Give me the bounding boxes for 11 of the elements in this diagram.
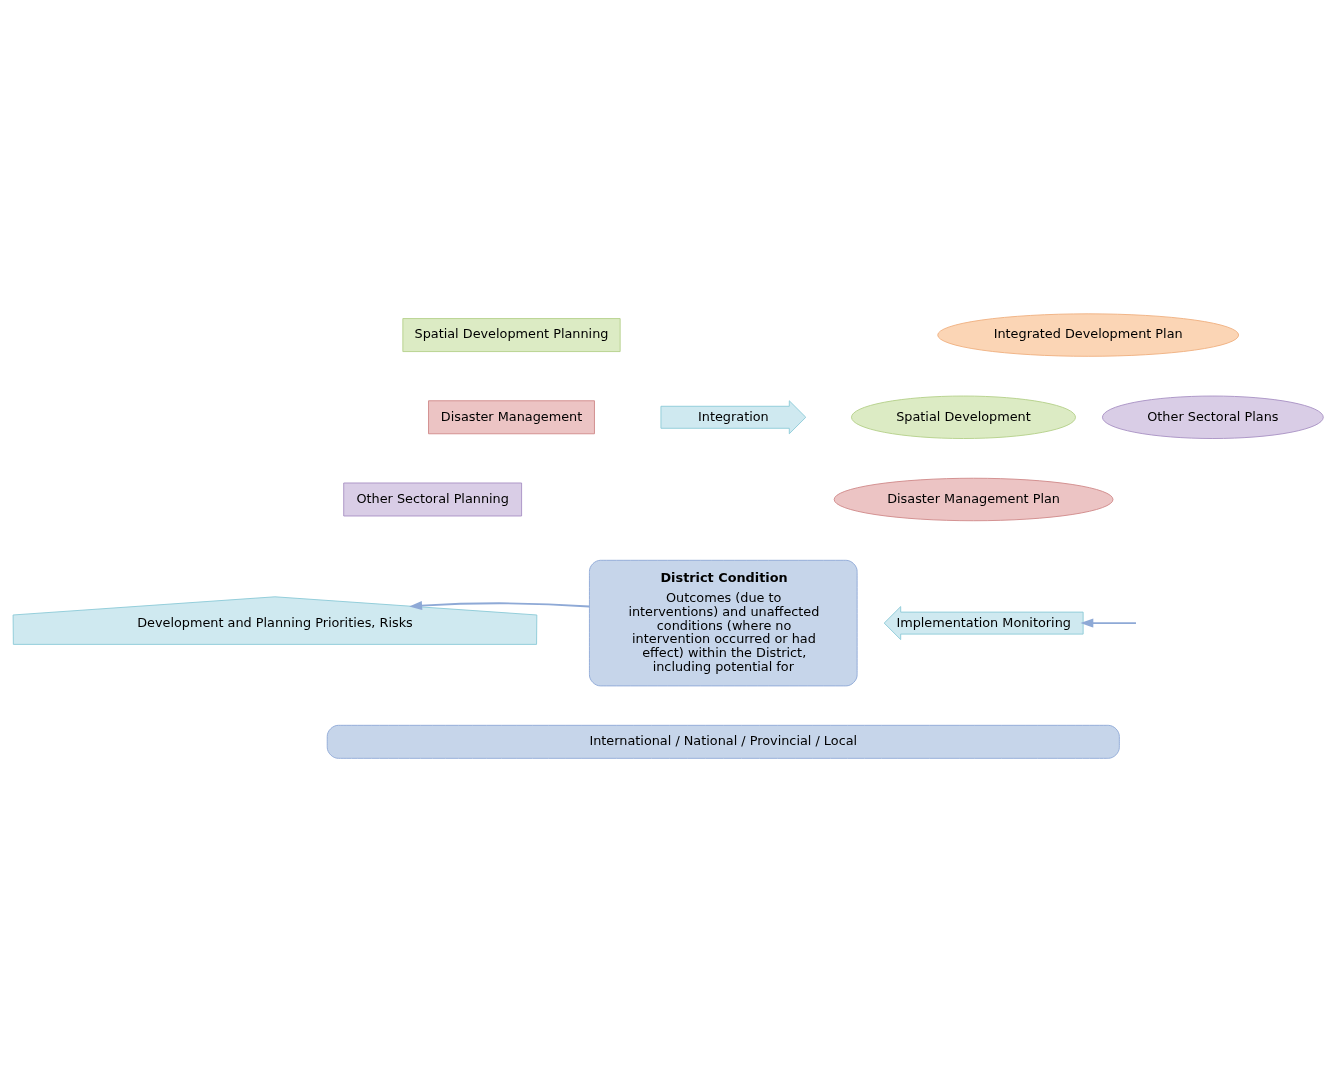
node-box: International / National / Provincial / Local [326, 724, 1120, 759]
node-box: District Condition Outcomes (due to interventions) and unaffected conditions (where no intervention occurred or had effect) within the District, including potential for [588, 559, 858, 686]
node-ellipse: Spatial Development [851, 395, 1076, 439]
node-box: Disaster Management [428, 399, 595, 434]
arrow [1080, 618, 1137, 628]
node-box: Spatial Development Planning [402, 317, 621, 352]
node-box: Other Sectoral Planning [343, 482, 523, 516]
node-ellipse: Other Sectoral Plans [1102, 395, 1324, 439]
node-ellipse: Disaster Management Plan [833, 477, 1114, 521]
node-ellipse: Integrated Development Plan [937, 312, 1240, 357]
arrow [409, 600, 591, 610]
